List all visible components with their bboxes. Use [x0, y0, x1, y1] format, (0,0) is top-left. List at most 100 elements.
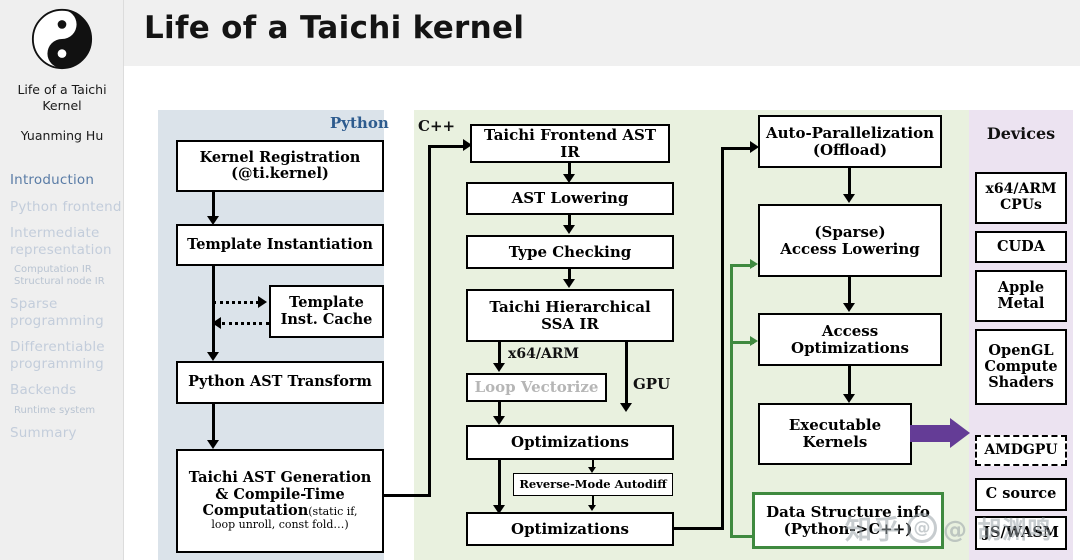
sidebar-subitem-runtime-system[interactable]: Runtime system — [14, 404, 96, 416]
arrowhead — [620, 403, 632, 412]
box-device-x64-arm-cpus[interactable]: x64/ARM CPUs — [975, 172, 1067, 224]
green-connector — [730, 341, 754, 344]
box-line-2: Kernels — [802, 433, 868, 451]
slide-header: Life of a Taichi kernel — [124, 0, 1080, 66]
purple-arrow-head — [950, 418, 970, 448]
connector — [212, 404, 215, 442]
arrowhead — [588, 467, 596, 473]
sidebar-item-python-frontend[interactable]: Python frontend — [10, 198, 122, 215]
page-title: Life of a Taichi kernel — [144, 10, 525, 46]
box-line-2: Compute — [984, 357, 1058, 375]
purple-arrow-shaft — [910, 425, 952, 442]
sidebar-subitem-computation-ir[interactable]: Computation IR — [14, 264, 92, 275]
box-loop-vectorize[interactable]: Loop Vectorize — [466, 373, 607, 402]
box-line-2: (@ti.kernel) — [231, 165, 329, 182]
box-line-1: Access — [821, 321, 879, 340]
box-line-1: Python AST Transform — [188, 373, 372, 391]
connector — [848, 168, 851, 196]
box-taichi-hierarchical-ssa-ir[interactable]: Taichi Hierarchical SSA IR — [466, 289, 674, 342]
box-data-structure-info[interactable]: Data Structure info (Python->C++) — [752, 492, 944, 549]
box-device-c-source[interactable]: C source — [975, 478, 1067, 511]
sidebar-item-introduction[interactable]: Introduction — [10, 172, 95, 188]
arrowhead — [588, 505, 596, 511]
edge-label-x64-arm: x64/ARM — [508, 346, 579, 362]
box-template-instantiation[interactable]: Template Instantiation — [176, 224, 384, 266]
sidebar-item-summary[interactable]: Summary — [10, 424, 77, 441]
connector — [848, 277, 851, 305]
box-optimizations-2[interactable]: Optimizations — [466, 512, 674, 546]
sidebar: Life of a Taichi Kernel Yuanming Hu Intr… — [0, 0, 124, 560]
box-line-1: Taichi Hierarchical — [489, 297, 651, 316]
arrowhead — [563, 174, 575, 183]
dotted-connector — [213, 301, 259, 304]
box-line-1: AST Lowering — [511, 189, 629, 208]
arrowhead — [843, 194, 855, 203]
green-connector — [730, 535, 754, 538]
green-connector — [730, 264, 733, 537]
box-optimizations-1[interactable]: Optimizations — [466, 425, 674, 460]
box-line-1: Loop Vectorize — [474, 378, 599, 397]
box-device-opengl-compute-shaders[interactable]: OpenGL Compute Shaders — [975, 329, 1067, 405]
box-device-apple-metal[interactable]: Apple Metal — [975, 270, 1067, 322]
arrowhead — [212, 317, 221, 329]
sidebar-author: Yuanming Hu — [20, 128, 104, 143]
connector — [498, 402, 501, 418]
connector — [592, 460, 594, 469]
box-device-js-wasm[interactable]: JS/WASM — [975, 516, 1067, 550]
box-reverse-mode-autodiff[interactable]: Reverse-Mode Autodiff — [513, 473, 673, 496]
box-access-optimizations[interactable]: Access Optimizations — [758, 313, 942, 366]
connector — [212, 266, 215, 354]
box-line-1: Type Checking — [508, 242, 632, 261]
box-line-1: Reverse-Mode Autodiff — [519, 477, 667, 492]
box-line-1: JS/WASM — [983, 523, 1059, 541]
sidebar-item-sparse-programming[interactable]: Sparse programming — [10, 296, 104, 329]
box-kernel-registration[interactable]: Kernel Registration (@ti.kernel) — [176, 140, 384, 192]
box-line-3: Shaders — [988, 374, 1054, 392]
sidebar-item-backends[interactable]: Backends — [10, 382, 77, 398]
arrowhead — [563, 225, 575, 234]
box-device-cuda[interactable]: CUDA — [975, 231, 1067, 263]
arrowhead — [563, 279, 575, 288]
sidebar-item-intermediate-representation[interactable]: Intermediate representation — [10, 225, 112, 258]
box-taichi-frontend-ast-ir[interactable]: Taichi Frontend AST IR — [470, 124, 670, 163]
connector — [384, 494, 431, 497]
box-line-1: Data Structure info — [766, 502, 930, 521]
box-sparse-access-lowering[interactable]: (Sparse) Access Lowering — [758, 204, 942, 277]
box-auto-parallelization[interactable]: Auto-Parallelization (Offload) — [758, 115, 942, 168]
box-executable-kernels[interactable]: Executable Kernels — [758, 403, 912, 465]
green-arrowhead — [750, 336, 758, 346]
box-type-checking[interactable]: Type Checking — [466, 235, 674, 269]
box-line-1: OpenGL — [988, 341, 1054, 359]
connector — [498, 342, 501, 365]
arrowhead — [207, 440, 219, 449]
connector — [568, 215, 571, 227]
box-line-1: Template Instantiation — [187, 235, 373, 253]
arrowhead — [843, 394, 855, 403]
box-line-1: (Sparse) — [814, 222, 886, 241]
green-arrowhead — [750, 259, 758, 269]
sidebar-subitem-structural-node-ir[interactable]: Structural node IR — [14, 276, 105, 287]
connector — [721, 147, 724, 529]
box-ast-lowering[interactable]: AST Lowering — [466, 182, 674, 215]
connector — [428, 145, 466, 148]
box-line-1: Taichi AST Generation — [188, 469, 372, 487]
yin-yang-icon — [31, 8, 93, 70]
box-line-2: Access Lowering — [780, 239, 920, 258]
box-template-inst-cache[interactable]: Template Inst. Cache — [269, 285, 384, 338]
dotted-connector — [222, 322, 269, 325]
arrowhead — [493, 416, 505, 425]
box-python-ast-transform[interactable]: Python AST Transform — [176, 361, 384, 404]
box-line-2: (Offload) — [812, 140, 888, 159]
box-line-1: AMDGPU — [984, 441, 1058, 458]
box-line-2: Metal — [997, 295, 1045, 312]
connector — [568, 163, 571, 176]
connector — [568, 269, 571, 281]
box-device-amdgpu[interactable]: AMDGPU — [975, 435, 1067, 466]
box-taichi-ast-generation[interactable]: Taichi AST Generation & Compile-Time Com… — [176, 449, 384, 553]
sidebar-item-differentiable-programming[interactable]: Differentiable programming — [10, 339, 105, 372]
arrowhead — [207, 216, 219, 225]
arrowhead — [207, 352, 219, 361]
box-line-3: Computation — [202, 501, 309, 519]
box-line-1: Optimizations — [511, 519, 629, 538]
